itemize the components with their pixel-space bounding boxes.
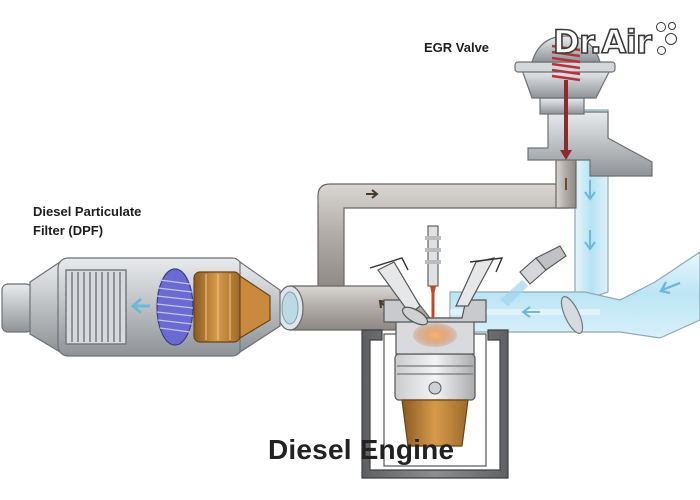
piston <box>394 353 476 447</box>
intake-flow-arrow <box>521 306 540 318</box>
brand-logo-text: Dr.Air <box>552 22 653 62</box>
engine-block <box>361 225 567 479</box>
diagram-title: Diesel Engine <box>268 434 455 465</box>
intake-flow-arrow <box>659 281 681 295</box>
dpf-inlet-grille <box>65 269 127 345</box>
valve-stem <box>564 80 568 152</box>
intake-sensor <box>500 245 567 306</box>
brand-logo: Dr.Air <box>552 22 681 62</box>
valve-spring <box>551 44 581 82</box>
egr-valve-label: EGR Valve <box>424 40 490 55</box>
egr-valve <box>514 35 653 177</box>
egr-flow-arrow <box>366 189 379 199</box>
dpf-coil <box>156 268 194 346</box>
intake-flow-arrow <box>584 230 596 251</box>
dpf-flow-arrow <box>130 297 150 315</box>
throttle-flap <box>560 296 584 334</box>
intake-flow-arrow <box>584 180 596 201</box>
intake-valve <box>377 261 421 315</box>
dpf-filter-core <box>193 271 271 343</box>
dpf-unit <box>1 257 281 357</box>
dpf-label-line2: Filter (DPF) <box>33 223 104 238</box>
logo-bubbles-icon <box>653 22 681 62</box>
dpf-label-line1: Diesel Particulate <box>33 204 142 219</box>
egr-pipe <box>314 149 577 329</box>
fuel-injector <box>425 225 441 318</box>
